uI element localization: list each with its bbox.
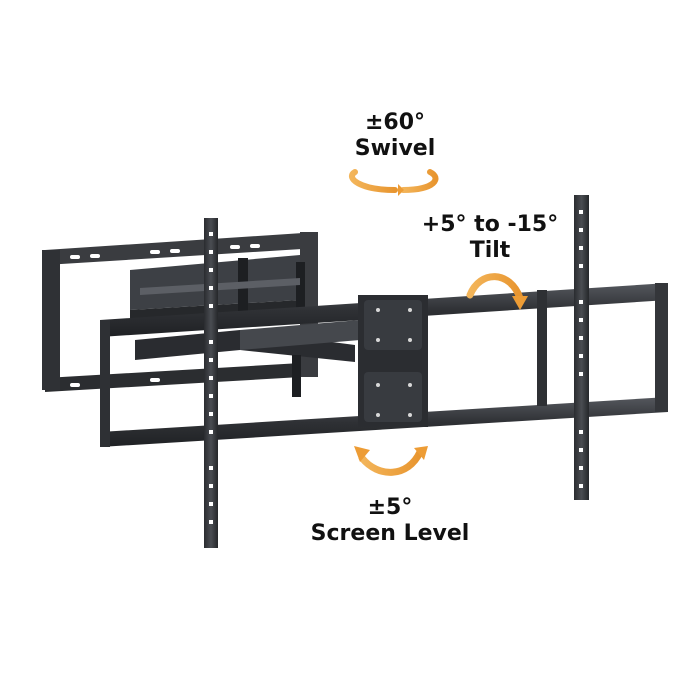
swivel-value: ±60° [364,110,426,135]
tilt-value: +5° to -15° [421,212,559,237]
tilt-arrow-icon [466,273,528,310]
tilt-label: Tilt [469,238,511,263]
swivel-arrow-icon [348,169,439,196]
screen-level-annotation: ±5° Screen Level [285,495,495,547]
screen-level-value: ±5° [367,495,413,520]
vertical-bracket-left [204,218,218,548]
swivel-label: Swivel [354,136,436,161]
screen-level-label: Screen Level [310,521,470,546]
swivel-annotation: ±60° Swivel [300,110,490,162]
tilt-annotation: +5° to -15° Tilt [395,212,585,264]
center-tilt-head [358,295,428,427]
vertical-bracket-right [574,195,589,500]
screen-level-arrow-icon [354,446,428,476]
